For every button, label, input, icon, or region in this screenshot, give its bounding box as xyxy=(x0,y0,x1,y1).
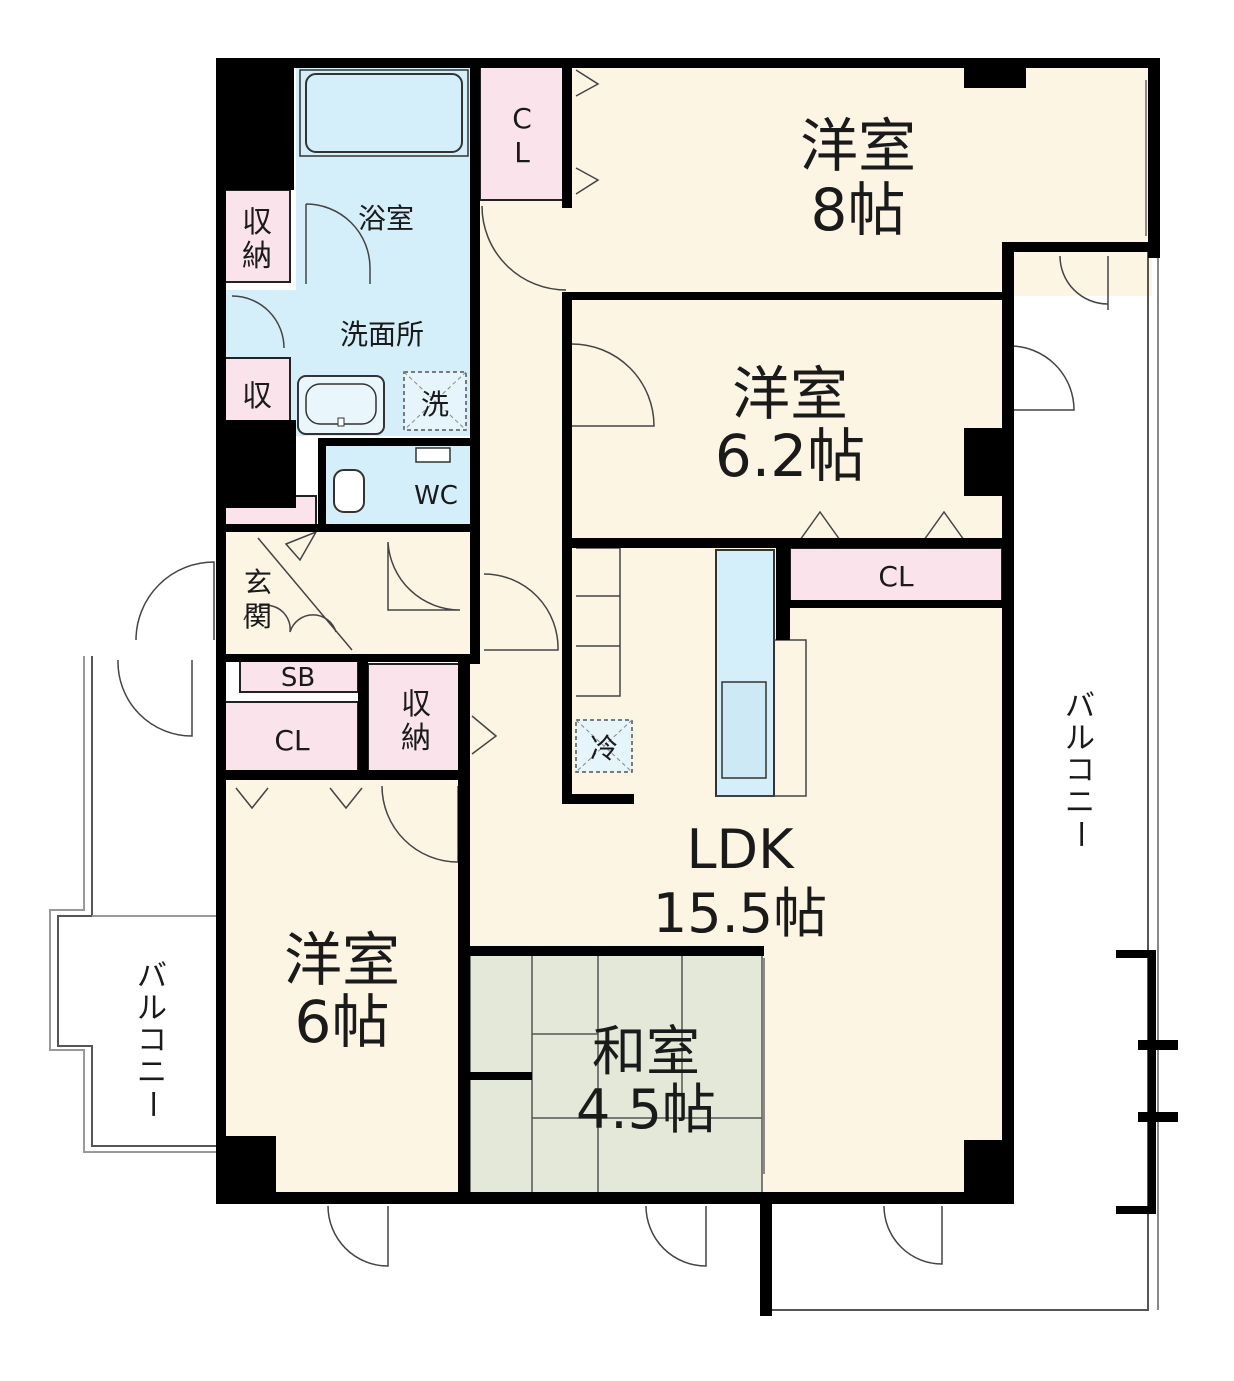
label-washer: 洗 xyxy=(421,388,449,421)
toilet-bowl xyxy=(333,469,365,513)
label-closet-ldk: CL xyxy=(878,560,914,593)
label-storage-top-2: 納 xyxy=(242,239,272,274)
sink xyxy=(297,375,385,435)
room-size-washitsu: 4.5帖 xyxy=(576,1078,716,1141)
room-name-ldk: LDK xyxy=(686,818,795,881)
room-size-western-8: 8帖 xyxy=(811,176,906,244)
label-storage-top-1: 収 xyxy=(242,205,272,240)
label-balcony-left-2: ル xyxy=(137,991,167,1026)
label-balcony-left-3: コ xyxy=(137,1023,167,1058)
bathtub xyxy=(305,73,463,153)
label-balcony-left-1: バ xyxy=(137,959,167,994)
label-balcony-left-5: ー xyxy=(134,1089,169,1119)
label-entrance-1: 玄 xyxy=(244,566,272,599)
room-name-washitsu: 和室 xyxy=(592,1020,700,1083)
shoe-box xyxy=(239,657,359,693)
label-storage-mid-1: 収 xyxy=(401,687,431,722)
storage-top xyxy=(223,189,291,283)
label-balcony-right-1: バ xyxy=(1065,689,1095,724)
room-labels: 洋室 8帖 洋室 6.2帖 LDK 15.5帖 洋室 6帖 和室 4.5帖 浴室… xyxy=(134,102,1097,1141)
label-entrance-2: 関 xyxy=(244,600,272,633)
closet-lower xyxy=(223,701,359,773)
western-room-62-floor xyxy=(570,296,1004,542)
walls xyxy=(216,58,1178,1316)
label-balcony-right-2: ル xyxy=(1065,721,1095,756)
tatami-grid xyxy=(469,953,763,1199)
label-storage-mid-2: 納 xyxy=(401,721,431,756)
room-name-western-8: 洋室 xyxy=(800,112,916,180)
label-closet-top-1: C xyxy=(512,102,532,135)
label-closet-lower: CL xyxy=(274,724,310,757)
fixtures xyxy=(297,69,807,797)
label-closet-top-2: L xyxy=(514,136,530,169)
label-bathroom: 浴室 xyxy=(358,202,414,235)
label-shoe-box: SB xyxy=(281,663,315,693)
label-balcony-right-5: ー xyxy=(1062,819,1097,849)
label-toilet: WC xyxy=(414,481,458,511)
room-size-western-6: 6帖 xyxy=(295,988,390,1056)
label-balcony-left-4: ニ xyxy=(137,1055,167,1090)
storage-small xyxy=(223,357,291,427)
room-name-western-6: 洋室 xyxy=(284,926,400,994)
western-room-6-floor xyxy=(222,778,466,1198)
label-washroom: 洗面所 xyxy=(340,318,424,351)
label-balcony-right-4: ニ xyxy=(1065,785,1095,820)
western-room-8-floor xyxy=(570,66,1152,296)
label-balcony-right-3: コ xyxy=(1065,753,1095,788)
label-storage-small: 収 xyxy=(242,379,272,414)
room-size-western-62: 6.2帖 xyxy=(715,422,865,490)
label-fridge: 冷 xyxy=(590,732,618,765)
room-size-ldk: 15.5帖 xyxy=(653,882,827,945)
room-name-western-62: 洋室 xyxy=(732,360,848,428)
